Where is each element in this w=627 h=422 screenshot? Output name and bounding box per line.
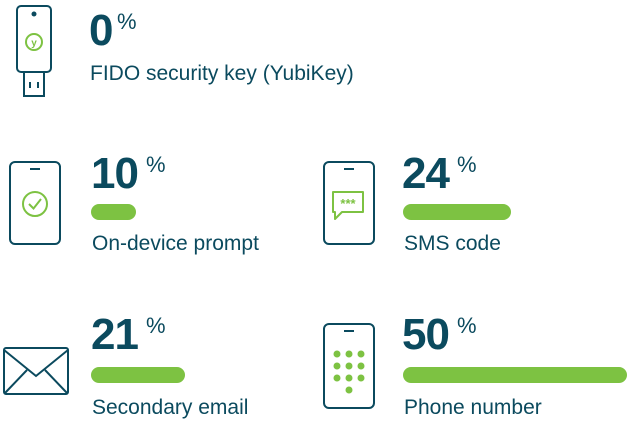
stat-label-on-device: On-device prompt [92,232,259,255]
stat-label-email: Secondary email [92,396,249,419]
envelope-icon [3,347,69,395]
stat-unit-email: % [146,313,166,338]
stat-bar-on-device [91,204,136,220]
svg-text:***: *** [340,196,356,211]
phone-check-icon [9,161,61,245]
stat-label-phone: Phone number [404,396,542,419]
stat-bar-sms [403,204,511,220]
stat-unit-phone: % [457,313,477,338]
svg-text:y: y [31,38,37,49]
stat-bar-email [91,367,185,383]
stat-value-email: 21 [91,310,139,359]
stat-unit-fido: % [117,9,137,34]
phone-keypad-icon [323,323,375,409]
stat-value-fido: 0 [89,6,114,55]
stat-value-on-device: 10 [91,149,139,198]
stat-label-sms: SMS code [404,232,501,255]
stat-value-phone: 50 [402,310,450,359]
stat-bar-phone [403,367,627,383]
stat-value-sms: 24 [402,149,450,198]
stat-label-fido: FIDO security key (YubiKey) [90,62,354,85]
usb-key-icon: y [16,5,52,97]
stat-unit-on-device: % [146,152,166,177]
phone-message-icon: *** [323,161,375,245]
stat-unit-sms: % [457,152,477,177]
